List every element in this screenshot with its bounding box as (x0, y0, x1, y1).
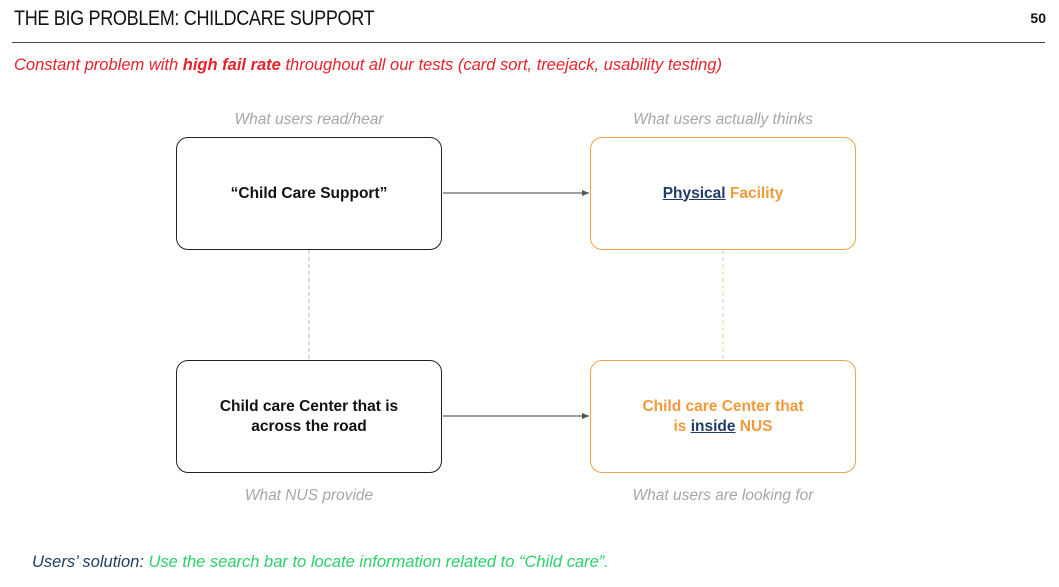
caption-users-read: What users read/hear (234, 111, 384, 128)
page-number: 50 (1030, 10, 1046, 26)
caption-users-looking: What users are looking for (632, 487, 814, 504)
caption-users-think: What users actually thinks (632, 111, 814, 128)
problem-suffix: throughout all our tests (card sort, tre… (280, 56, 722, 74)
box-center-across-road-label: Child care Center that is across the road (220, 397, 398, 437)
problem-emphasis: high fail rate (182, 56, 281, 74)
inside-suffix: NUS (735, 417, 773, 435)
physical-emphasis: Physical (662, 184, 726, 202)
box-child-care-support: “Child Care Support” (176, 137, 442, 250)
header-divider (12, 42, 1045, 43)
box-center-across-road-line1: Child care Center that is (219, 397, 399, 415)
box-center-across-road: Child care Center that is across the road (176, 360, 442, 473)
box-center-across-road-line2: across the road (251, 417, 367, 435)
slide-title: THE BIG PROBLEM: CHILDCARE SUPPORT (14, 7, 375, 30)
inside-emphasis: inside (690, 417, 736, 435)
box-center-inside-nus-label: Child care Center that is inside NUS (642, 397, 803, 437)
facility-text: Facility (725, 184, 784, 202)
box-center-inside-nus: Child care Center that is inside NUS (590, 360, 856, 473)
box-physical-facility-label: Physical Facility (663, 184, 784, 204)
solution-separator: : (139, 553, 149, 571)
box-center-inside-nus-line1: Child care Center that (642, 397, 804, 415)
caption-nus-provide: What NUS provide (244, 487, 374, 504)
problem-prefix: Constant problem with (14, 56, 183, 74)
problem-statement: Constant problem with high fail rate thr… (14, 56, 722, 75)
users-solution: Users’ solution: Use the search bar to l… (32, 553, 609, 572)
box-child-care-support-label: “Child Care Support” (230, 184, 388, 202)
box-physical-facility: Physical Facility (590, 137, 856, 250)
inside-prefix: is (673, 417, 691, 435)
solution-label: Users’ solution (32, 553, 140, 571)
solution-text: Use the search bar to locate information… (148, 553, 609, 571)
